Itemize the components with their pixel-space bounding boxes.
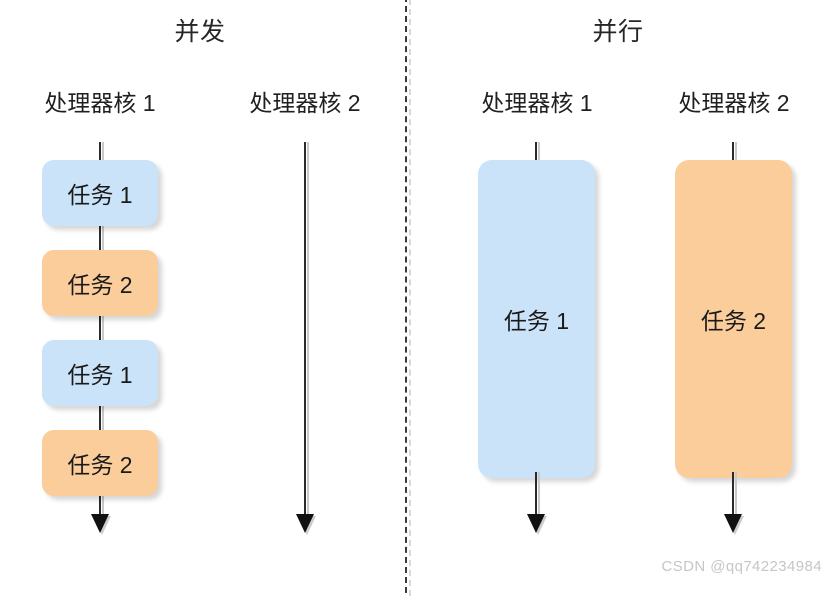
task-box[interactable]: 任务 2 — [42, 430, 158, 496]
task-box[interactable]: 任务 1 — [42, 340, 158, 406]
task-box-label: 任务 2 — [700, 308, 767, 334]
timeline-concurrency-core1 — [99, 142, 104, 531]
arrow-parallel-core2 — [724, 514, 742, 533]
task-box-label: 任务 1 — [67, 182, 133, 208]
arrow-concurrency-core1 — [91, 514, 109, 533]
arrow-concurrency-core2 — [296, 514, 314, 533]
timeline-parallel-core2-tail — [732, 472, 737, 531]
arrow-parallel-core1 — [527, 514, 545, 533]
core-label-concurrency-core2: 处理器核 2 — [249, 90, 361, 116]
task-box-label: 任务 1 — [67, 362, 133, 388]
task-box-label: 任务 1 — [503, 308, 570, 334]
task-box-label: 任务 2 — [67, 452, 133, 478]
panel-divider-dashed — [405, 0, 407, 593]
panel-title-concurrency: 并发 — [174, 18, 226, 46]
task-box[interactable]: 任务 2 — [42, 250, 158, 316]
panel-divider-shadow — [409, 0, 411, 596]
core-label-concurrency-core1: 处理器核 1 — [44, 90, 156, 116]
timeline-concurrency-core2 — [304, 142, 309, 514]
timeline-parallel-core1-tail — [535, 472, 540, 531]
task-box[interactable]: 任务 1 — [42, 160, 158, 226]
task-box[interactable]: 任务 1 — [478, 160, 595, 478]
core-label-parallel-core2: 处理器核 2 — [678, 90, 790, 116]
timeline-parallel-core2-stub — [732, 142, 737, 166]
watermark-text: CSDN @qq742234984 — [661, 558, 822, 575]
task-box-label: 任务 2 — [67, 272, 133, 298]
panel-title-parallelism: 并行 — [592, 18, 644, 46]
core-label-parallel-core1: 处理器核 1 — [481, 90, 593, 116]
timeline-parallel-core1-stub — [535, 142, 540, 166]
task-box[interactable]: 任务 2 — [675, 160, 792, 478]
